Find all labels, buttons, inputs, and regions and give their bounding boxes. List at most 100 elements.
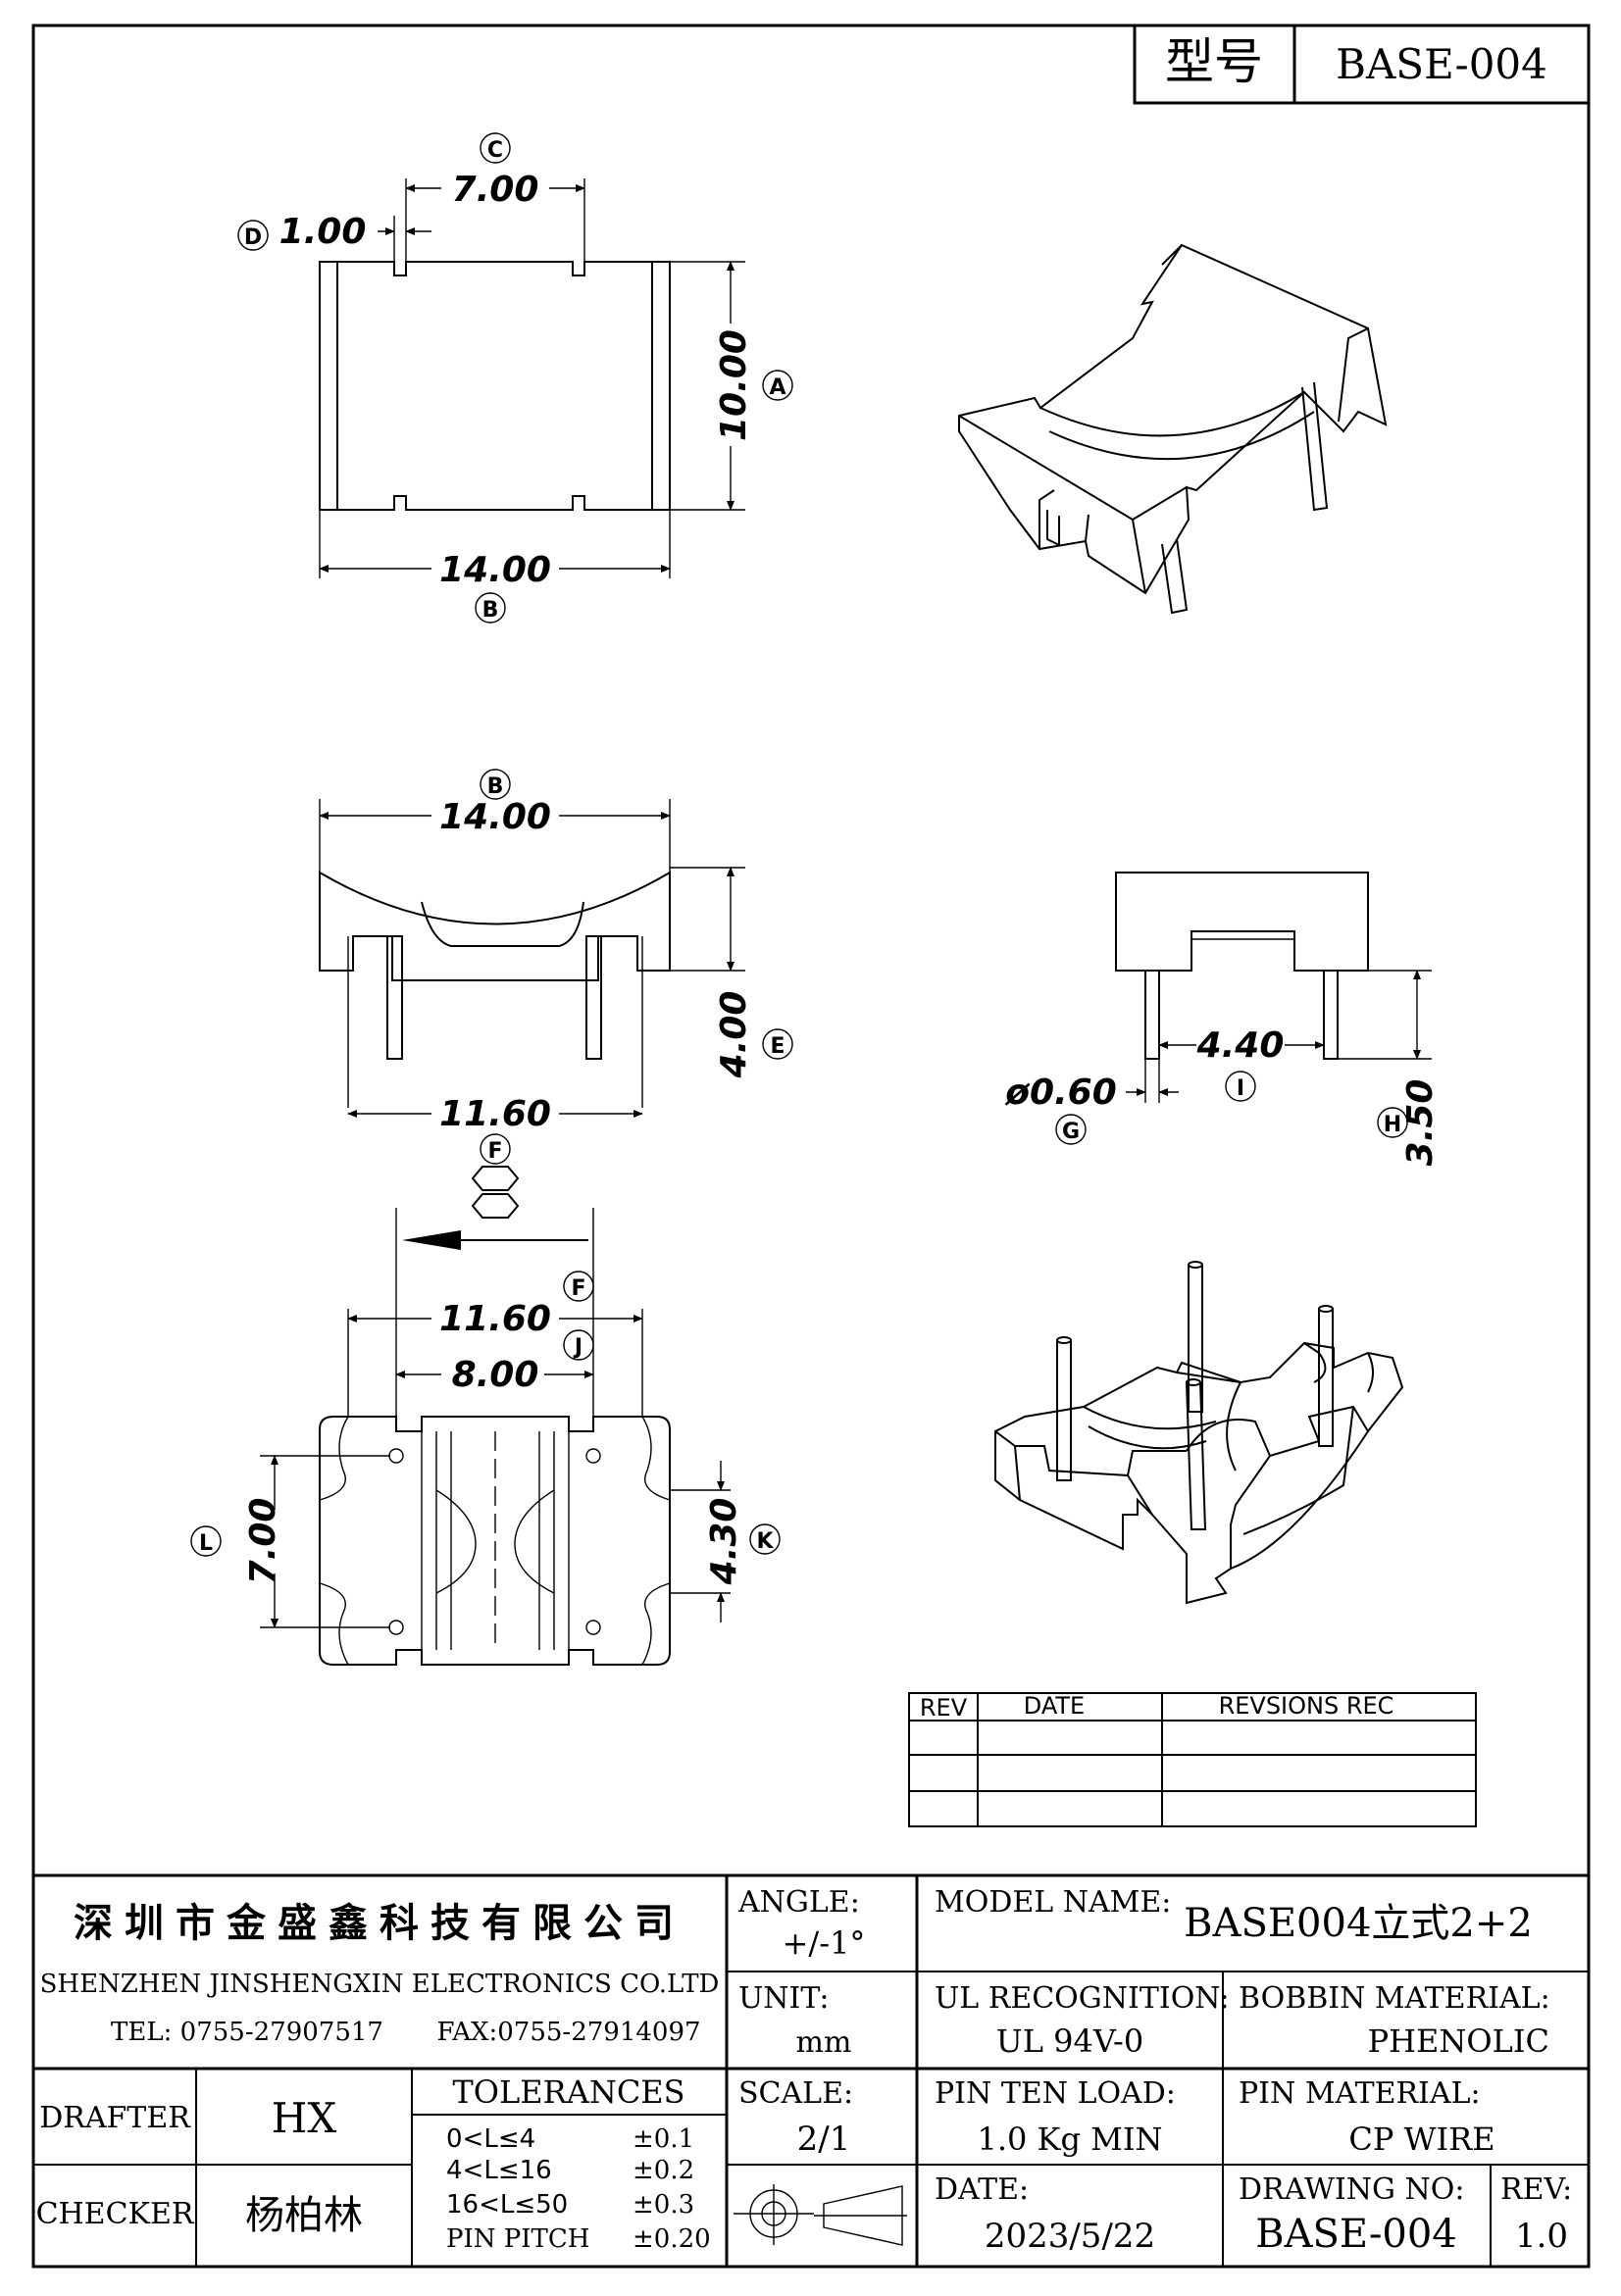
drafter-label: DRAFTER (39, 2101, 191, 2135)
pin-ten-load-label: PIN TEN LOAD: (935, 2076, 1176, 2111)
dim-g: ø0.60 (1004, 1073, 1117, 1113)
marker-i: I (1225, 1071, 1256, 1102)
company-fax: FAX:0755-27914097 (436, 2018, 700, 2047)
side-view: 4.40 ø0.60 3.50 (1004, 872, 1441, 1167)
bobbin-material-value: PHENOLIC (1368, 2022, 1549, 2060)
company-name-cn: 深圳市金盛鑫科技有限公司 (74, 1901, 685, 1946)
tol-value-3: ±0.3 (633, 2190, 694, 2220)
dim-d: 1.00 (279, 212, 367, 252)
drawing-no-label: DRAWING NO: (1239, 2172, 1464, 2207)
top-view: 7.00 1.00 10.00 14.00 (279, 170, 754, 590)
dim-b-front: 14.00 (439, 797, 551, 837)
dim-f-front: 11.60 (439, 1094, 551, 1134)
dim-f-bottom: 11.60 (439, 1299, 551, 1339)
rev-label: REV: (1500, 2172, 1572, 2207)
unit-value: mm (796, 2025, 852, 2060)
marker-b-front: B (480, 769, 511, 800)
marker-f-front: F (480, 1133, 511, 1165)
dim-h: 3.50 (1400, 1079, 1441, 1167)
bobbin-material-label: BOBBIN MATERIAL: (1239, 1981, 1550, 2016)
isometric-view-top (958, 243, 1388, 615)
ul-recognition-value: UL 94V-0 (996, 2022, 1143, 2060)
marker-k: K (749, 1523, 781, 1555)
drawing-no-value: BASE-004 (1255, 2212, 1457, 2257)
company-tel: TEL: 0755-27907517 (111, 2018, 383, 2047)
marker-h: H (1377, 1107, 1408, 1138)
dim-l: 7.00 (243, 1498, 283, 1585)
dim-k: 4.30 (704, 1498, 744, 1586)
sheet-border (31, 24, 1591, 2269)
rev-value: 1.0 (1515, 2217, 1568, 2256)
svg-text:B: B (487, 774, 504, 799)
dim-a: 10.00 (714, 329, 754, 441)
svg-text:B: B (482, 598, 499, 623)
dim-j: 8.00 (452, 1355, 539, 1395)
pin-material-label: PIN MATERIAL: (1239, 2076, 1481, 2111)
scale-value: 2/1 (797, 2120, 851, 2159)
unit-label: UNIT: (738, 1981, 829, 2016)
svg-text:I: I (1237, 1076, 1244, 1101)
scale-label: SCALE: (738, 2076, 853, 2111)
tol-value-1: ±0.1 (633, 2124, 694, 2154)
dim-c: 7.00 (452, 170, 539, 210)
company-name-en: SHENZHEN JINSHENGXIN ELECTRONICS CO.LTD (40, 1970, 720, 1999)
svg-text:C: C (487, 138, 503, 163)
projection-symbol (734, 2184, 907, 2246)
marker-f-bottom: F (563, 1271, 594, 1302)
marker-a: A (762, 370, 793, 401)
date-value: 2023/5/22 (985, 2217, 1155, 2256)
tol-range-1: 0<L≤4 (446, 2124, 535, 2154)
svg-text:E: E (770, 1034, 785, 1059)
title-block: 深圳市金盛鑫科技有限公司 SHENZHEN JINSHENGXIN ELECTR… (33, 1873, 1589, 2267)
marker-l: L (190, 1525, 222, 1557)
date-label: DATE: (935, 2172, 1029, 2207)
marker-g: G (1055, 1114, 1087, 1145)
svg-text:K: K (756, 1529, 774, 1554)
rev-header-rev: REV (920, 1694, 968, 1722)
checker-label: CHECKER (36, 2197, 195, 2231)
pin-material-value: CP WIRE (1348, 2121, 1494, 2158)
svg-text:F: F (571, 1276, 585, 1301)
section-symbol (471, 1166, 520, 1219)
isometric-view-bottom (994, 1261, 1404, 1605)
marker-b-top: B (475, 592, 506, 624)
tol-range-2: 4<L≤16 (446, 2156, 552, 2185)
svg-text:J: J (573, 1335, 583, 1360)
svg-text:A: A (769, 375, 785, 400)
marker-c: C (480, 132, 511, 164)
marker-j: J (563, 1329, 594, 1361)
tolerances-title: TOLERANCES (452, 2073, 684, 2111)
checker-value: 杨柏林 (245, 2193, 363, 2238)
angle-label: ANGLE: (737, 1885, 860, 1920)
model-name-value: BASE004立式2+2 (1184, 1901, 1533, 1946)
front-view: 14.00 4.00 11.60 (319, 797, 754, 1134)
marker-d: D (237, 220, 269, 251)
svg-text:G: G (1062, 1120, 1080, 1144)
tol-value-2: ±0.2 (633, 2156, 694, 2185)
type-box: 型号 BASE-004 (1133, 24, 1591, 105)
tol-value-4: ±0.20 (633, 2224, 711, 2254)
svg-text:H: H (1384, 1113, 1401, 1137)
dim-i: 4.40 (1196, 1025, 1285, 1066)
revision-table: REV DATE REVSIONS REC (908, 1692, 1477, 1827)
type-label: 型号 (1165, 33, 1263, 90)
svg-text:F: F (487, 1139, 502, 1164)
dim-b-top: 14.00 (439, 550, 551, 590)
svg-text:L: L (199, 1531, 213, 1556)
type-value: BASE-004 (1336, 40, 1547, 88)
dim-e: 4.00 (714, 991, 754, 1079)
drafter-value: HX (272, 2094, 337, 2142)
bottom-view: 11.60 8.00 7.00 4.30 (243, 1208, 744, 1666)
tol-range-4: PIN PITCH (446, 2224, 589, 2254)
rev-header-date: DATE (1024, 1692, 1085, 1720)
ul-recognition-label: UL RECOGNITION: (935, 1981, 1230, 2016)
angle-value: +/-1° (783, 1924, 866, 1962)
svg-text:D: D (244, 225, 262, 250)
pin-ten-load-value: 1.0 Kg MIN (977, 2121, 1162, 2158)
tol-range-3: 16<L≤50 (446, 2190, 568, 2220)
model-name-label: MODEL NAME: (935, 1885, 1171, 1920)
rev-header-rec: REVSIONS REC (1219, 1692, 1394, 1720)
marker-e: E (762, 1028, 793, 1060)
